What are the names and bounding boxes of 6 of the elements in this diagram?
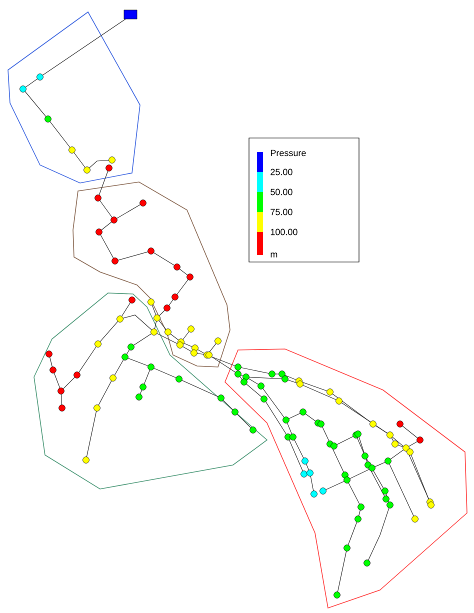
legend-title: Pressure <box>270 150 306 156</box>
legend-label: 75.00 <box>270 208 292 216</box>
legend-label: 100.00 <box>270 228 298 236</box>
legend-label: 50.00 <box>270 188 292 196</box>
legend-label: 25.00 <box>270 168 292 176</box>
legend-label: m <box>270 252 278 258</box>
